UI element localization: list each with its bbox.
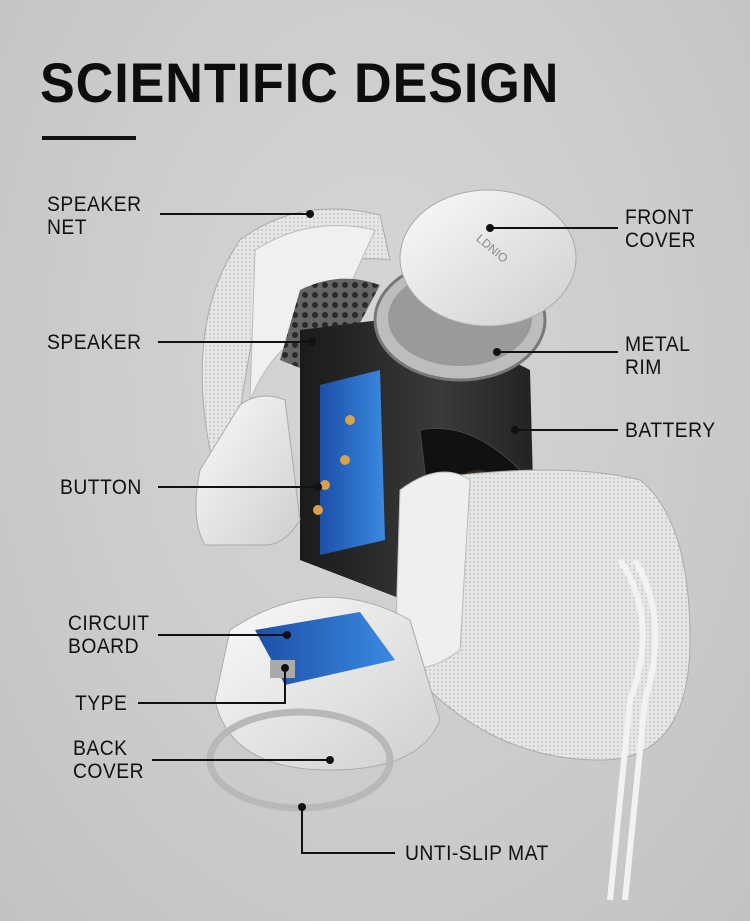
label-front-cover: FRONT COVER [625,206,696,252]
label-line: COVER [73,760,145,783]
leader-lines [138,213,618,854]
leader-dots [281,210,519,811]
label-line: FRONT [625,206,694,229]
label-line: METAL [625,333,691,356]
label-line: RIM [625,356,662,379]
side-circuit-board [320,370,385,555]
page-title: SCIENTIFIC DESIGN [40,51,560,114]
label-metal-rim: METAL RIM [625,333,690,379]
label-button: BUTTON [60,476,142,499]
label-line: COVER [625,229,697,252]
label-line: BACK [73,737,128,760]
strap [607,558,659,901]
label-speaker-net: SPEAKER NET [47,193,142,239]
label-speaker: SPEAKER [47,331,142,354]
button-panel [195,395,301,546]
label-battery: BATTERY [625,419,716,442]
label-line: NET [47,216,88,239]
front-cover [399,189,577,327]
label-anti-slip-mat: UNTI-SLIP MAT [405,842,549,865]
label-circuit-board: CIRCUIT BOARD [68,612,150,658]
label-line: BOARD [68,635,140,658]
label-type: TYPE [75,692,128,715]
label-back-cover: BACK COVER [73,737,144,783]
label-line: CIRCUIT [68,612,150,635]
label-line: SPEAKER [47,193,142,216]
title-underline [42,136,136,140]
